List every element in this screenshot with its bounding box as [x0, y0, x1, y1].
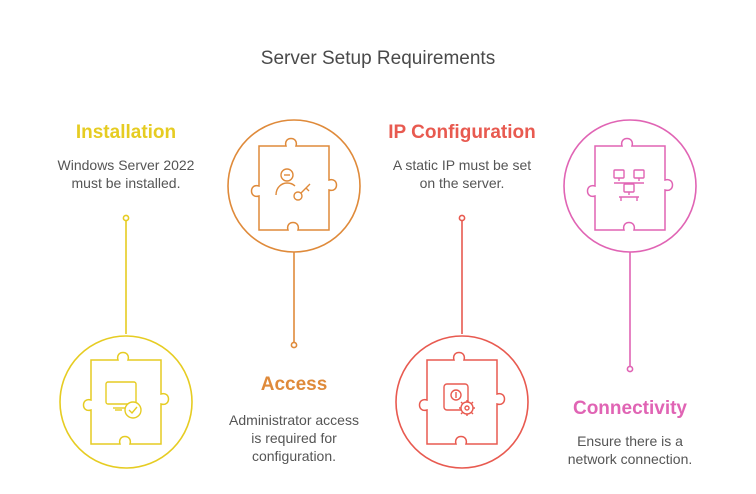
access-desc-line: is required for	[251, 430, 337, 446]
monitor-check-icon	[105, 381, 142, 419]
installation-description: Windows Server 2022 must be installed.	[26, 156, 226, 192]
connectivity-description: Ensure there is a network connection.	[530, 432, 730, 468]
user-key-icon	[275, 168, 311, 201]
connectivity-heading: Connectivity	[572, 398, 688, 419]
ip-configuration-description: A static IP must be set on the server.	[362, 156, 562, 192]
access-connector	[290, 252, 298, 349]
access-description: Administrator access is required for con…	[194, 411, 394, 465]
installation-connector	[122, 214, 130, 334]
ip-connector	[458, 214, 466, 334]
ip-settings-icon	[443, 383, 475, 416]
connectivity-desc-line: Ensure there is a	[577, 433, 683, 449]
ip-puzzle-circle	[395, 335, 529, 469]
installation-heading: Installation	[75, 122, 177, 143]
access-heading: Access	[260, 374, 328, 395]
ip-configuration-heading: IP Configuration	[388, 122, 536, 143]
access-puzzle-circle	[227, 119, 361, 253]
installation-puzzle-circle	[59, 335, 193, 469]
diagram-title: Server Setup Requirements	[260, 48, 496, 69]
connectivity-desc-line: network connection.	[567, 451, 693, 467]
installation-desc-line: Windows Server 2022	[57, 157, 195, 173]
network-icon	[613, 169, 645, 201]
installation-desc-line: must be installed.	[71, 175, 181, 191]
access-desc-line: configuration.	[251, 448, 337, 464]
connectivity-connector	[626, 252, 634, 373]
ip-desc-line: A static IP must be set	[392, 157, 532, 173]
connectivity-puzzle-circle	[563, 119, 697, 253]
access-desc-line: Administrator access	[229, 412, 359, 428]
ip-desc-line: on the server.	[419, 175, 505, 191]
